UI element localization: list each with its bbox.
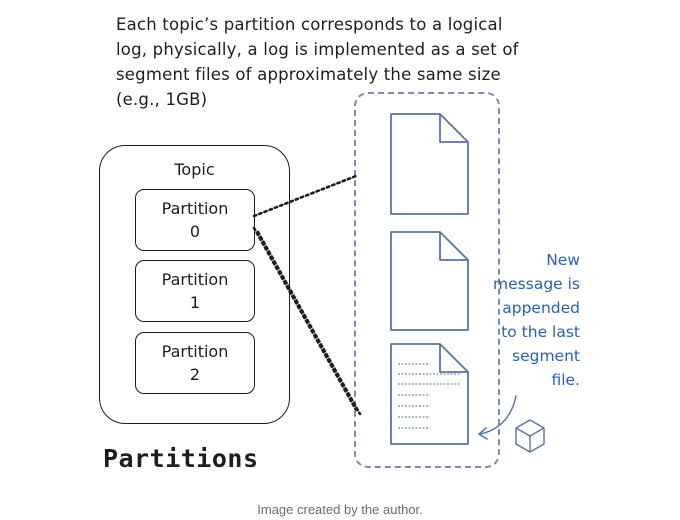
intro-line: Each topic’s partition corresponds to a …: [116, 15, 503, 34]
partition-1: Partition 1: [135, 260, 255, 322]
append-annotation: New message is appended to the last segm…: [470, 248, 580, 392]
partition-0: Partition 0: [135, 189, 255, 251]
connector-bottom-a: [252, 226, 358, 412]
intro-line: segment files of approximately the same …: [116, 65, 501, 84]
annotation-line: message is: [493, 275, 580, 293]
cube-icon: [515, 419, 545, 453]
segment-files-container: [354, 92, 500, 468]
partition-name: Partition: [161, 199, 229, 218]
annotation-line: appended: [502, 299, 580, 317]
document-icon: [390, 113, 469, 215]
curved-arrow-icon: [477, 395, 517, 440]
partition-name: Partition: [161, 270, 229, 289]
document-icon: [390, 231, 469, 331]
image-caption: Image created by the author.: [257, 502, 423, 517]
intro-text: Each topic’s partition corresponds to a …: [116, 12, 576, 112]
intro-line: (e.g., 1GB): [116, 90, 208, 109]
topic-box: Topic Partition 0 Partition 1 Partition …: [99, 145, 290, 424]
annotation-line: file.: [551, 371, 580, 389]
connector-top: [252, 174, 358, 218]
connector-bottom-b: [256, 230, 362, 416]
annotation-line: New: [546, 251, 580, 269]
document-with-lines-icon: [390, 343, 469, 445]
topic-label: Topic: [174, 160, 215, 179]
diagram-title: Partitions: [103, 444, 259, 473]
connector-lines: [252, 174, 362, 416]
partition-name: Partition: [161, 342, 229, 361]
partition-number: 0: [189, 222, 201, 241]
annotation-line: to the last: [501, 323, 580, 341]
partition-number: 2: [189, 365, 201, 384]
intro-line: log, physically, a log is implemented as…: [116, 40, 519, 59]
annotation-line: segment: [512, 347, 580, 365]
diagram-overlay: [252, 113, 545, 453]
kafka-partitions-diagram: Each topic’s partition corresponds to a …: [99, 12, 580, 473]
partition-number: 1: [189, 293, 201, 312]
partition-2: Partition 2: [135, 332, 255, 394]
